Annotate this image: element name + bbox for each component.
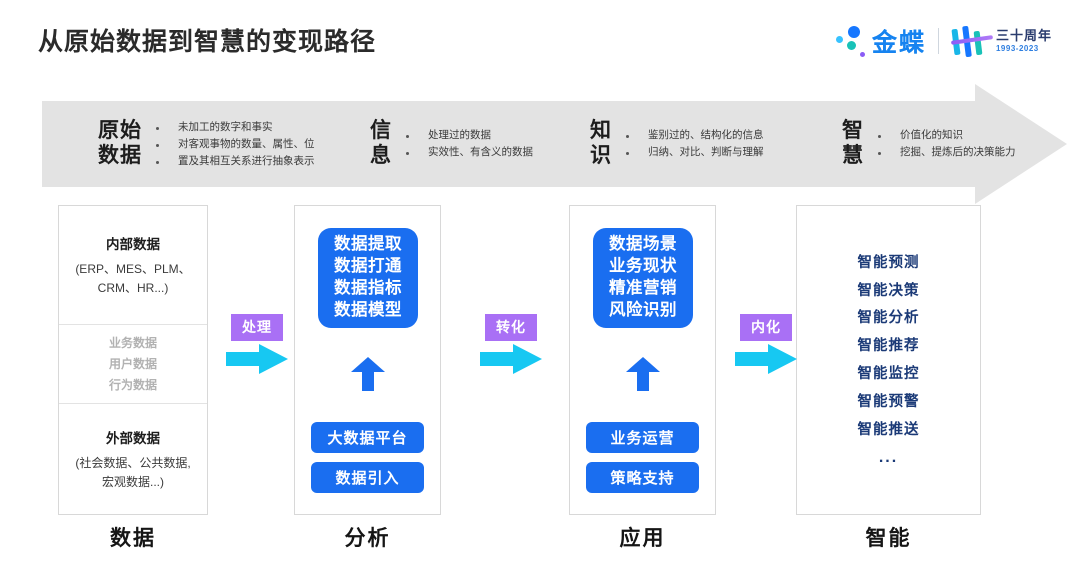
stage-name: 原始 数据 xyxy=(98,119,142,167)
right-arrow-icon xyxy=(226,344,288,374)
stage-bullet: 挖掘、提炼后的决策能力 xyxy=(874,144,1016,161)
brand-divider xyxy=(937,28,939,54)
footer-label-data: 数据 xyxy=(110,527,156,550)
internal-data-title: 内部数据 xyxy=(106,236,160,252)
stage-bullets: 未加工的数字和事实 对客观事物的数量、属性、位 置及其相互关系进行抽象表示 xyxy=(152,119,315,170)
intelligence-item: 智能监控 xyxy=(857,366,920,383)
external-data-subtitle: (社会数据、公共数据, 宏观数据...) xyxy=(75,455,191,489)
intelligence-ellipsis: ... xyxy=(878,448,899,466)
application-capability-box: 数据场景 业务现状 精准营销 风险识别 xyxy=(593,228,693,328)
banner-arrow-tip xyxy=(975,84,1067,204)
banner-stage-knowledge: 知 识 鉴别过的、结构化的信息 归纳、对比、判断与理解 xyxy=(590,101,764,187)
dikw-banner: 原始 数据 未加工的数字和事实 对客观事物的数量、属性、位 置及其相互关系进行抽… xyxy=(42,84,1067,204)
card-intelligence xyxy=(796,205,981,515)
banner-stage-information: 信 息 处理过的数据 实效性、有含义的数据 xyxy=(370,101,533,187)
anniversary-years: 1993-2023 xyxy=(995,43,1039,53)
analysis-pill-bigdata-platform[interactable]: 大数据平台 xyxy=(311,422,424,453)
page-title: 从原始数据到智慧的变现路径 xyxy=(38,28,377,56)
banner-stage-raw-data: 原始 数据 未加工的数字和事实 对客观事物的数量、属性、位 置及其相互关系进行抽… xyxy=(98,101,315,187)
anniversary-mark-icon xyxy=(950,25,994,58)
intelligence-item: 智能预警 xyxy=(857,393,920,410)
application-pill-business-operation[interactable]: 业务运营 xyxy=(586,422,699,453)
internal-data-section: 内部数据 (ERP、MES、PLM、 CRM、HR...) xyxy=(59,206,207,324)
up-arrow-icon-application xyxy=(626,357,660,391)
right-arrow-icon xyxy=(480,344,542,374)
card-data: 内部数据 (ERP、MES、PLM、 CRM、HR...) 业务数据 用户数据 … xyxy=(58,205,208,515)
connector-label: 处理 xyxy=(231,314,283,341)
external-data-section: 外部数据 (社会数据、公共数据, 宏观数据...) xyxy=(59,404,207,514)
analysis-pill-data-ingestion[interactable]: 数据引入 xyxy=(311,462,424,493)
stage-name: 知 识 xyxy=(590,119,612,167)
footer-label-analysis: 分析 xyxy=(344,527,391,550)
up-arrow-icon-analysis xyxy=(351,357,385,391)
kingdee-dots-icon xyxy=(834,24,868,58)
brand-logo: 金蝶 三十周年 1993-2023 xyxy=(834,22,1052,60)
stage-bullet: 实效性、有含义的数据 xyxy=(402,144,533,161)
stage-bullets: 处理过的数据 实效性、有含义的数据 xyxy=(402,127,533,161)
connector-internalization: 内化 xyxy=(731,314,801,374)
stage-bullet: 鉴别过的、结构化的信息 xyxy=(622,127,764,144)
stage-bullet: 置及其相互关系进行抽象表示 xyxy=(152,153,315,170)
intelligence-item: 智能分析 xyxy=(857,310,920,327)
banner-body xyxy=(42,101,975,187)
stage-bullet: 对客观事物的数量、属性、位 xyxy=(152,136,315,153)
stage-bullets: 鉴别过的、结构化的信息 归纳、对比、判断与理解 xyxy=(622,127,764,161)
stage-name: 智 慧 xyxy=(842,119,864,167)
data-category-item: 用户数据 xyxy=(108,356,157,371)
right-arrow-icon xyxy=(735,344,797,374)
intelligence-item: 智能推荐 xyxy=(857,338,920,355)
stage-bullets: 价值化的知识 挖掘、提炼后的决策能力 xyxy=(874,127,1016,161)
application-pill-strategy-support[interactable]: 策略支持 xyxy=(586,462,699,493)
stage-bullet: 处理过的数据 xyxy=(402,127,533,144)
connector-label: 内化 xyxy=(740,314,792,341)
footer-label-application: 应用 xyxy=(619,527,666,550)
stage-name: 信 息 xyxy=(370,119,392,167)
intelligence-item: 智能决策 xyxy=(857,282,920,299)
footer-label-intelligence: 智能 xyxy=(865,527,912,550)
stage-bullet: 归纳、对比、判断与理解 xyxy=(622,144,764,161)
analysis-capability-box: 数据提取 数据打通 数据指标 数据模型 xyxy=(318,228,418,328)
data-category-item: 行为数据 xyxy=(108,377,157,392)
connector-label: 转化 xyxy=(485,314,537,341)
banner-stage-wisdom: 智 慧 价值化的知识 挖掘、提炼后的决策能力 xyxy=(842,101,1016,187)
internal-data-subtitle: (ERP、MES、PLM、 CRM、HR...) xyxy=(75,261,191,295)
external-data-title: 外部数据 xyxy=(106,430,160,446)
anniversary-badge: 三十周年 1993-2023 xyxy=(950,25,1052,58)
intelligence-item: 智能推送 xyxy=(857,421,920,438)
intelligence-item: 智能预测 xyxy=(857,254,920,271)
connector-processing: 处理 xyxy=(222,314,292,374)
data-categories-section: 业务数据 用户数据 行为数据 xyxy=(59,324,207,404)
intelligence-item-list: 智能预测 智能决策 智能分析 智能推荐 智能监控 智能预警 智能推送 ... xyxy=(796,205,981,515)
stage-bullet: 未加工的数字和事实 xyxy=(152,119,315,136)
connector-transformation: 转化 xyxy=(476,314,546,374)
data-category-item: 业务数据 xyxy=(108,335,157,350)
anniversary-label: 三十周年 xyxy=(995,27,1052,43)
brand-name: 金蝶 xyxy=(872,23,926,59)
stage-bullet: 价值化的知识 xyxy=(874,127,1016,144)
